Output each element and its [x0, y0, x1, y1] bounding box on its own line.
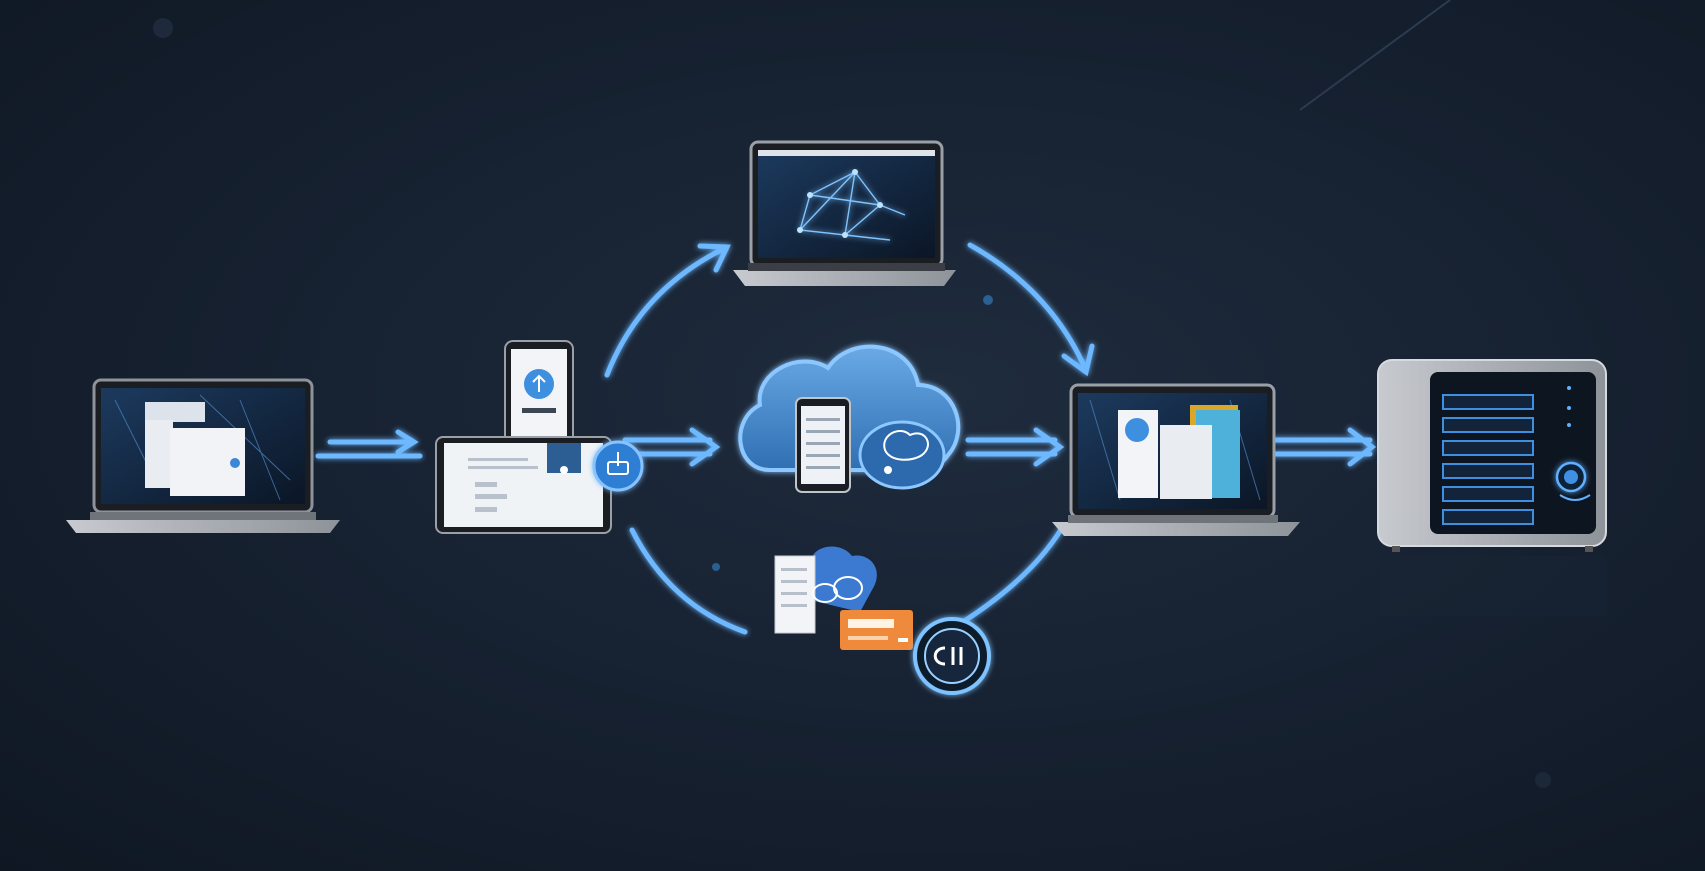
sync-cloud-badge-icon [858, 420, 946, 490]
documents-group [774, 546, 913, 650]
cloud-phone [795, 397, 851, 493]
ambient-particles [153, 18, 1551, 788]
document-page [1160, 425, 1212, 499]
arrow-cloud-to-laptop-right [965, 427, 1065, 467]
window-panel [145, 402, 205, 422]
storage-server [1377, 359, 1607, 616]
drive-bays [1442, 394, 1534, 525]
arc-lower [629, 527, 748, 635]
arrow-laptop-left-to-tablet [315, 429, 423, 459]
tablet [435, 436, 612, 534]
chain-link-icon [812, 576, 863, 603]
network-graph [799, 171, 906, 241]
arc-laptop-top-to-laptop-right [967, 242, 1095, 377]
arrow-laptop-right-to-server [1272, 427, 1377, 467]
laptop-top [733, 140, 956, 286]
server-reflection [1380, 556, 1606, 616]
light-streak [1299, 0, 1451, 111]
laptop-left [66, 378, 340, 533]
mobile-devices [435, 340, 644, 534]
orange-card [840, 610, 913, 650]
upload-badge-icon [592, 440, 644, 492]
sync-badge-icon [913, 617, 991, 695]
connectors [315, 242, 1377, 635]
document-page [145, 420, 173, 488]
laptop-base [733, 270, 956, 286]
cloud-service [738, 344, 961, 493]
power-button-icon [1555, 461, 1587, 493]
laptop-base [1052, 522, 1300, 536]
cloud-icon [1125, 418, 1149, 442]
laptop-right [1052, 383, 1300, 536]
arc-tablet-to-laptop-top [604, 243, 731, 378]
laptop-base [66, 520, 340, 533]
arc-lower-right [955, 525, 1065, 628]
